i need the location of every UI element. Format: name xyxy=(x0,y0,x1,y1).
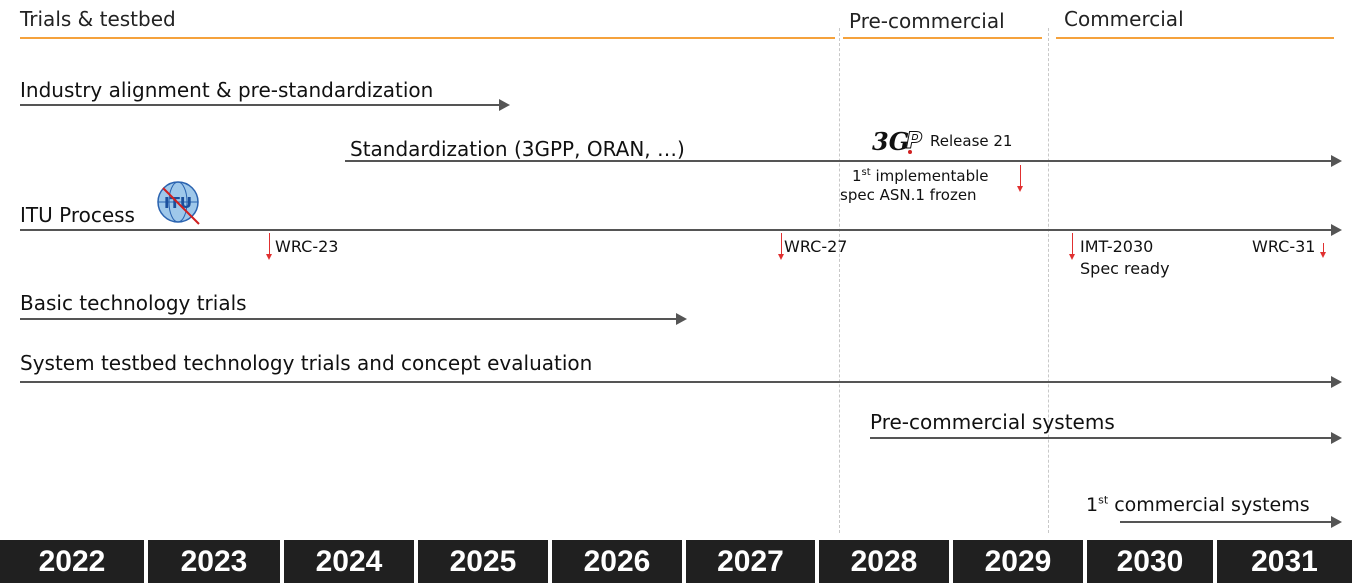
itu-logo: ITU xyxy=(155,180,201,226)
spec-frozen-sup: st xyxy=(861,167,871,178)
svg-text:P: P xyxy=(906,129,922,154)
arrow-basic-trials xyxy=(20,313,687,325)
phase-pre-commercial: Pre-commercial xyxy=(849,9,1005,33)
milestone-wrc31-marker xyxy=(1320,243,1326,258)
year-2023: 2023 xyxy=(148,540,284,583)
milestone-wrc23-marker xyxy=(266,233,272,260)
year-2030: 2030 xyxy=(1087,540,1217,583)
arrow-itu-process xyxy=(20,224,1342,236)
lane-industry-alignment: Industry alignment & pre-standardization xyxy=(20,78,434,102)
first-commercial-sup: st xyxy=(1098,493,1109,507)
phase-line-commercial xyxy=(1056,37,1334,39)
lane-basic-trials: Basic technology trials xyxy=(20,291,247,315)
year-2022: 2022 xyxy=(0,540,148,583)
year-2024: 2024 xyxy=(284,540,418,583)
milestone-wrc27-marker xyxy=(778,233,784,260)
release-21-label: Release 21 xyxy=(930,132,1013,150)
lane-first-commercial-systems: 1st commercial systems xyxy=(1086,493,1310,516)
year-2026: 2026 xyxy=(552,540,686,583)
milestone-imt2030-line1: IMT-2030 xyxy=(1080,237,1154,256)
svg-text:3G: 3G xyxy=(872,127,909,156)
phase-separator-2028 xyxy=(839,28,840,533)
arrow-standardization xyxy=(345,155,1342,167)
spec-frozen-line1: 1st implementable xyxy=(852,167,989,185)
phase-line-pre-commercial xyxy=(843,37,1042,39)
milestone-imt2030-line2: Spec ready xyxy=(1080,259,1170,278)
arrow-system-testbed xyxy=(20,376,1342,388)
milestone-wrc31: WRC-31 xyxy=(1252,237,1316,256)
year-2025: 2025 xyxy=(418,540,552,583)
phase-trials-testbed: Trials & testbed xyxy=(20,7,176,31)
arrow-industry-alignment xyxy=(20,99,510,111)
phase-line-trials xyxy=(20,37,835,39)
phase-separator-2030 xyxy=(1048,28,1049,533)
year-2031: 2031 xyxy=(1217,540,1352,583)
lane-standardization: Standardization (3GPP, ORAN, …) xyxy=(350,137,685,161)
year-2029: 2029 xyxy=(953,540,1087,583)
milestone-wrc27: WRC-27 xyxy=(784,237,848,256)
year-timeline-bar: 2022 2023 2024 2025 2026 2027 2028 2029 … xyxy=(0,540,1352,583)
lane-system-testbed: System testbed technology trials and con… xyxy=(20,351,593,375)
milestone-wrc23: WRC-23 xyxy=(275,237,339,256)
spec-frozen-line2: spec ASN.1 frozen xyxy=(840,186,977,204)
lane-itu-process: ITU Process xyxy=(20,203,135,227)
spec-frozen-line1-text: implementable xyxy=(875,167,989,185)
year-2027: 2027 xyxy=(686,540,819,583)
milestone-imt2030-marker xyxy=(1069,233,1075,260)
milestone-spec-frozen-marker xyxy=(1017,165,1023,192)
arrow-pre-commercial-systems xyxy=(870,432,1342,444)
arrow-first-commercial-systems xyxy=(1120,516,1342,528)
year-2028: 2028 xyxy=(819,540,953,583)
first-commercial-text: commercial systems xyxy=(1114,494,1310,516)
phase-commercial: Commercial xyxy=(1064,7,1184,31)
lane-pre-commercial-systems: Pre-commercial systems xyxy=(870,410,1115,434)
threegpp-logo: 3G P xyxy=(872,126,932,161)
